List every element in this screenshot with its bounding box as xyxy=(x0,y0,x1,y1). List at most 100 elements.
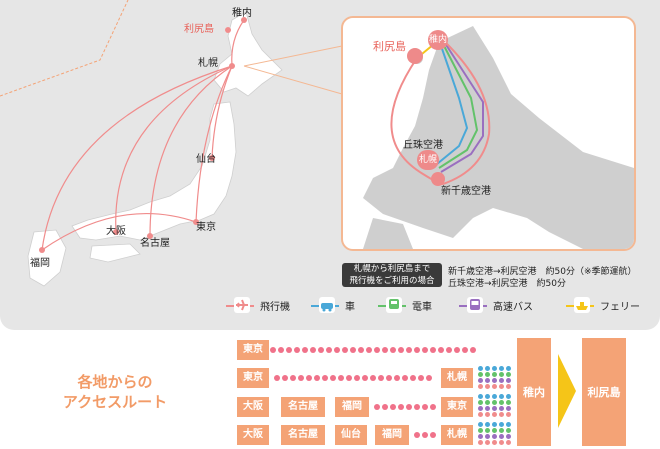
route-dot xyxy=(298,375,304,381)
routes-title-line2: アクセスルート xyxy=(62,393,168,411)
transport-dot xyxy=(485,378,490,383)
honshu-landmass xyxy=(71,101,237,241)
car-icon xyxy=(319,297,335,313)
transport-dot xyxy=(506,384,511,389)
route-dot xyxy=(470,347,476,353)
transport-dot xyxy=(499,434,504,439)
city-label-osaka: 大阪 xyxy=(106,226,126,237)
inset-label-rishiri: 利尻島 xyxy=(373,40,406,53)
routes-title-line1: 各地からの xyxy=(77,373,153,391)
route-dot xyxy=(398,404,404,410)
transport-dot xyxy=(506,400,511,405)
city-label-sendai: 仙台 xyxy=(196,154,216,165)
inset-route-bus xyxy=(440,39,484,173)
route-dot xyxy=(430,347,436,353)
route-dot xyxy=(386,375,392,381)
city-label-sapporo: 札幌 xyxy=(198,58,218,69)
city-label-tokyo: 東京 xyxy=(196,222,216,233)
route-dot xyxy=(406,404,412,410)
city-label-nagoya: 名古屋 xyxy=(140,238,170,249)
transport-dot xyxy=(485,400,490,405)
route-dot xyxy=(426,375,432,381)
transport-dot xyxy=(485,440,490,445)
transport-dot xyxy=(485,422,490,427)
route-dot xyxy=(430,404,436,410)
note-line2: 丘珠空港→利尻空港 約50分 xyxy=(448,279,566,289)
route-dot xyxy=(358,347,364,353)
route-tokyo xyxy=(195,65,233,223)
note-badge-line2: 飛行機をご利用の場合 xyxy=(349,276,435,286)
route-sapporo-wakkanai xyxy=(231,19,245,67)
route-stop: 福岡 xyxy=(335,397,369,417)
city-label-wakkanai: 稚内 xyxy=(232,8,252,19)
route-dot xyxy=(398,347,404,353)
route-stop: 札幌 xyxy=(441,368,473,388)
japan-map xyxy=(0,0,343,287)
route-dot xyxy=(422,432,428,438)
arrow-to-rishiri xyxy=(558,354,576,428)
route-dot xyxy=(342,347,348,353)
legend-label-bus: 高速バス xyxy=(493,302,533,313)
route-dot xyxy=(414,432,420,438)
route-dot xyxy=(294,347,300,353)
route-dot xyxy=(438,347,444,353)
transport-dot xyxy=(485,412,490,417)
transport-dot xyxy=(499,372,504,377)
boundary-line xyxy=(0,0,129,97)
transport-dot xyxy=(492,400,497,405)
transport-dot xyxy=(499,406,504,411)
route-stop: 東京 xyxy=(237,340,269,360)
route-dot xyxy=(422,347,428,353)
transport-dot xyxy=(485,434,490,439)
route-dot xyxy=(354,375,360,381)
inset-route-car xyxy=(436,39,469,165)
route-dots xyxy=(414,432,436,438)
access-map: 稚内 利尻島 札幌 仙台 東京 名古屋 大阪 福岡 稚内 利尻島 丘珠空港 札幌… xyxy=(0,0,660,330)
transport-dot xyxy=(492,422,497,427)
route-dot xyxy=(322,375,328,381)
route-dot xyxy=(418,375,424,381)
pin-rishiri xyxy=(407,48,423,64)
route-dots xyxy=(274,375,432,381)
transport-dot xyxy=(499,384,504,389)
city-label-rishiri: 利尻島 xyxy=(184,24,214,35)
hokkaido-inset-map: 稚内 利尻島 丘珠空港 札幌 新千歳空港 xyxy=(341,16,636,251)
transport-dot xyxy=(485,366,490,371)
route-dot xyxy=(378,375,384,381)
shikoku-landmass xyxy=(89,243,141,263)
transport-dot xyxy=(506,428,511,433)
bus-icon xyxy=(467,297,483,313)
route-dot xyxy=(394,375,400,381)
route-dot xyxy=(286,347,292,353)
route-osaka xyxy=(115,65,233,233)
route-dot xyxy=(302,347,308,353)
route-dot xyxy=(402,375,408,381)
route-dot xyxy=(350,347,356,353)
transport-dot xyxy=(478,428,483,433)
transport-dot xyxy=(478,394,483,399)
route-dot xyxy=(274,375,280,381)
transport-dot xyxy=(506,378,511,383)
route-fukuoka-tokyo xyxy=(41,212,197,251)
transport-dot xyxy=(478,434,483,439)
transport-dot xyxy=(478,378,483,383)
transport-dot xyxy=(492,394,497,399)
route-stop: 福岡 xyxy=(375,425,409,445)
route-dot xyxy=(414,404,420,410)
hub-wakkanai: 稚内 xyxy=(517,338,551,446)
transport-dot xyxy=(485,428,490,433)
legend-label-ferry: フェリー xyxy=(600,302,640,313)
transport-dot xyxy=(506,372,511,377)
route-dot xyxy=(334,347,340,353)
city-label-fukuoka: 福岡 xyxy=(30,258,50,269)
route-dot xyxy=(290,375,296,381)
note-badge: 札幌から利尻島まで 飛行機をご利用の場合 xyxy=(342,263,442,287)
route-stop: 名古屋 xyxy=(281,425,325,445)
destination-rishiri: 利尻島 xyxy=(582,338,626,446)
route-dot xyxy=(270,347,276,353)
transport-dot xyxy=(478,384,483,389)
route-dot xyxy=(422,404,428,410)
legend-label-train: 電車 xyxy=(412,302,432,313)
transport-dot xyxy=(499,428,504,433)
route-dot xyxy=(410,375,416,381)
